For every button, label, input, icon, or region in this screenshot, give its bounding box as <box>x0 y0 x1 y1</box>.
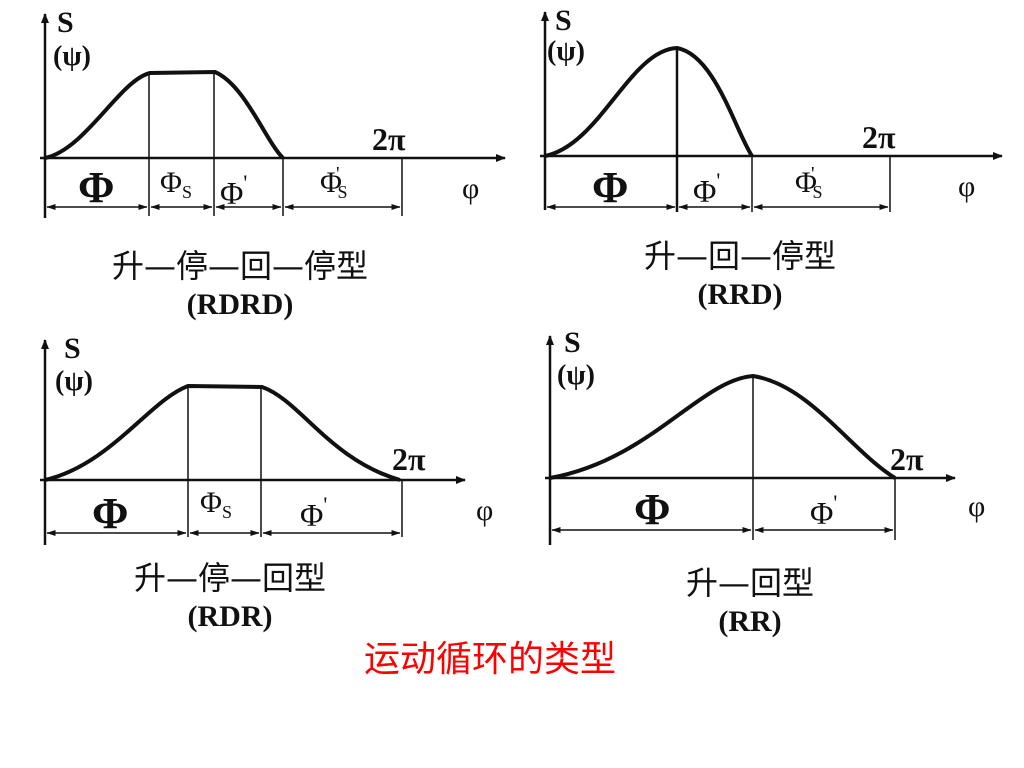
psi-label: (ψ) <box>557 360 595 391</box>
dwell-angle-label: ΦS <box>160 166 192 202</box>
diagram-rdr: S (ψ) 2π φ Φ ΦS Φ' <box>40 332 493 545</box>
return-angle-label: Φ' <box>810 490 837 531</box>
two-pi-label: 2π <box>862 119 896 155</box>
second-dwell-angle-label: Φ'S <box>795 163 823 202</box>
diagram-rdrd: S (ψ) 2π φ Φ ΦS Φ' Φ'S <box>40 6 506 218</box>
rise-angle-label: Φ <box>634 485 670 534</box>
phi-axis-label: φ <box>462 172 479 205</box>
cycle-type-code: (RDRD) <box>186 288 294 321</box>
diagram-rrd: S (ψ) 2π φ Φ Φ' Φ'S <box>540 4 1003 212</box>
displacement-curve <box>44 383 401 482</box>
cycle-type-name: 升—回—停型 <box>643 237 836 275</box>
caption-rr: 升—回型 (RR) <box>570 563 930 641</box>
psi-label: (ψ) <box>53 41 91 72</box>
phi-axis-label: φ <box>476 494 493 527</box>
two-pi-label: 2π <box>890 441 924 477</box>
psi-label: (ψ) <box>55 366 93 397</box>
diagram-rr: S (ψ) 2π φ Φ Φ' <box>545 326 985 545</box>
rise-angle-label: Φ <box>78 163 114 212</box>
caption-rdrd: 升—停—回—停型 (RDRD) <box>60 246 420 324</box>
cycle-type-name: 升—停—回型 <box>133 559 326 597</box>
rise-angle-label: Φ <box>592 163 628 212</box>
s-axis-label: S <box>57 6 74 39</box>
cycle-type-code: (RR) <box>718 605 782 638</box>
rise-angle-label: Φ <box>92 489 128 538</box>
second-dwell-angle-label: Φ'S <box>320 163 348 202</box>
displacement-curve <box>549 373 897 480</box>
phi-axis-label: φ <box>968 490 985 523</box>
two-pi-label: 2π <box>392 441 426 477</box>
caption-rrd: 升—回—停型 (RRD) <box>560 236 920 314</box>
psi-label: (ψ) <box>547 36 585 67</box>
return-angle-label: Φ' <box>300 492 327 533</box>
two-pi-label: 2π <box>372 121 406 157</box>
return-angle-label: Φ' <box>220 170 247 211</box>
cycle-type-code: (RRD) <box>697 278 783 311</box>
dwell-angle-label: ΦS <box>200 486 232 522</box>
cycle-type-code: (RDR) <box>187 600 273 633</box>
s-axis-label: S <box>555 4 572 37</box>
cycle-type-name: 升—停—回—停型 <box>111 247 368 285</box>
displacement-curve <box>44 69 285 160</box>
phi-axis-label: φ <box>958 170 975 203</box>
cycle-type-name: 升—回型 <box>685 564 814 602</box>
s-axis-label: S <box>564 326 581 359</box>
return-angle-label: Φ' <box>693 168 720 209</box>
page-title: 运动循环的类型 <box>363 639 616 680</box>
s-axis-label: S <box>64 332 81 365</box>
caption-rdr: 升—停—回型 (RDR) <box>50 558 410 636</box>
